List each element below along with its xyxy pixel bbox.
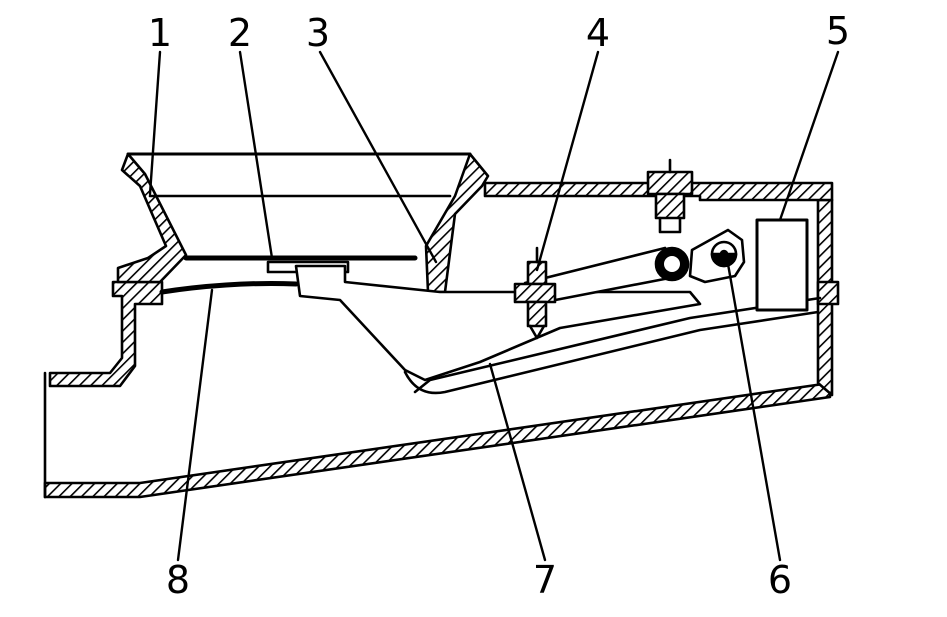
cam-lever xyxy=(688,228,746,284)
leader-5 xyxy=(778,50,840,222)
callout-6: 6 xyxy=(767,558,793,602)
leader-8 xyxy=(176,288,214,562)
callout-8: 8 xyxy=(165,558,191,602)
funnel-right-wall xyxy=(424,152,490,294)
leader-1 xyxy=(148,50,162,196)
leader-lines xyxy=(148,50,840,562)
top-valve xyxy=(646,158,694,234)
lever-arm xyxy=(294,264,702,382)
leader-4 xyxy=(535,50,600,272)
leader-2 xyxy=(238,50,274,260)
callout-1: 1 xyxy=(147,11,173,55)
micro-switch xyxy=(755,218,809,312)
callout-5: 5 xyxy=(825,9,851,53)
leaf-spring xyxy=(159,280,299,295)
leader-3 xyxy=(318,50,438,264)
housing-bottom-wall xyxy=(43,381,832,499)
callout-2: 2 xyxy=(227,11,253,55)
housing-flange-right xyxy=(816,280,840,306)
callout-4: 4 xyxy=(585,11,611,55)
callout-3: 3 xyxy=(305,11,331,55)
funnel-left-wall xyxy=(116,152,188,284)
adjusting-screw xyxy=(513,246,557,340)
leader-7 xyxy=(488,362,547,562)
leader-6 xyxy=(726,262,782,562)
callout-7: 7 xyxy=(532,558,558,602)
housing-left-step xyxy=(48,280,164,388)
